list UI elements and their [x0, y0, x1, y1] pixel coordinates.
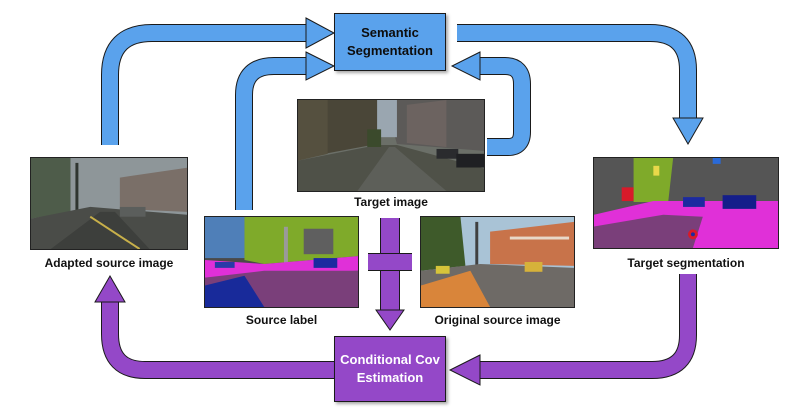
semantic-segmentation-box: Semantic Segmentation	[334, 13, 446, 71]
original-source-image	[420, 216, 575, 308]
conditional-cov-box: Conditional Cov Estimation	[334, 336, 446, 402]
target-image	[297, 99, 485, 192]
target-segmentation-caption: Target segmentation	[627, 256, 745, 270]
arrowhead-from-target	[450, 51, 481, 81]
arrowhead-to-cov-right	[448, 354, 481, 386]
target-segmentation-image	[593, 157, 779, 249]
arrow-adapted-to-segmentation	[101, 24, 308, 145]
adapted-source-caption: Adapted source image	[44, 256, 174, 270]
arrowhead-to-cov-top	[375, 309, 405, 331]
target-image-caption: Target image	[354, 195, 428, 209]
arrowhead-to-segmentation-top	[305, 17, 336, 49]
arrowhead-to-segmentation-mid	[305, 51, 336, 81]
semantic-segmentation-line-2: Segmentation	[347, 43, 433, 58]
original-source-caption: Original source image	[434, 313, 561, 327]
arrowhead-to-target-seg	[672, 117, 704, 146]
arrow-segmentation-to-target-seg	[457, 24, 697, 120]
conditional-cov-line-2: Estimation	[356, 370, 424, 385]
source-label-image	[204, 216, 359, 308]
semantic-segmentation-line-1: Semantic	[361, 25, 419, 40]
conditional-cov-line-1: Conditional Cov	[340, 352, 440, 367]
arrowhead-to-adapted	[94, 274, 126, 303]
arrow-cov-to-adapted	[101, 300, 334, 379]
source-label-caption: Source label	[245, 313, 318, 327]
adapted-source-image	[30, 157, 188, 250]
